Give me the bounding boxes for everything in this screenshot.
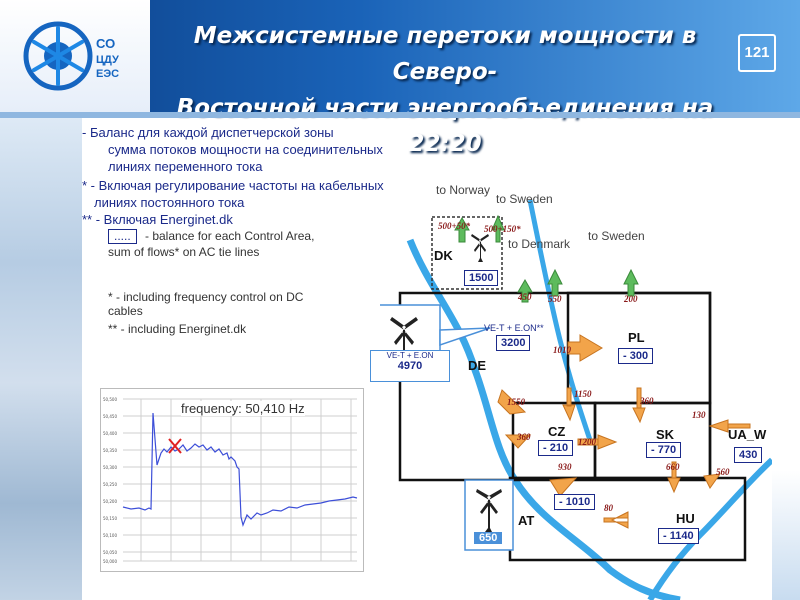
logo-text-3: ЕЭС bbox=[96, 68, 119, 80]
dir-to-denmark: to Denmark bbox=[508, 237, 571, 251]
zone-pl: PL bbox=[628, 330, 645, 345]
balance-dk: 1500 bbox=[464, 270, 499, 286]
footnote-2: ** - including Energinet.dk bbox=[108, 322, 247, 336]
note-ru-2: сумма потоков мощности на соединительных bbox=[108, 142, 383, 157]
flow-1010: 1010 bbox=[553, 345, 571, 355]
zone-hu: HU bbox=[676, 511, 695, 526]
y-tick-10: 50,000 bbox=[103, 559, 117, 564]
frequency-chart-panel: 50,500 50,450 50,400 50,350 50,300 50,25… bbox=[100, 388, 364, 572]
balance-at-right: - 1010 bbox=[554, 494, 596, 510]
flow-500-50: 500+50* bbox=[438, 221, 471, 231]
frequency-label: frequency: 50,410 Hz bbox=[181, 401, 305, 416]
flow-200: 200 bbox=[624, 294, 638, 304]
balance-de-left-label: VE-T + E.ON bbox=[386, 351, 434, 360]
flow-1200: 1200 bbox=[578, 437, 596, 447]
balance-de-top: 3200 bbox=[496, 335, 531, 351]
balance-de-top-label: VE-T + E.ON** bbox=[484, 323, 544, 333]
y-tick-5: 50,250 bbox=[103, 482, 117, 487]
y-tick-6: 50,200 bbox=[103, 499, 117, 504]
zone-at: AT bbox=[518, 513, 535, 528]
note-ru-3: линиях переменного тока bbox=[108, 159, 263, 174]
zone-de: DE bbox=[468, 358, 487, 373]
dir-to-norway: to Norway bbox=[436, 183, 491, 197]
balance-sk: - 770 bbox=[646, 442, 682, 458]
footnote-1-line-1: * - including frequency control on DC bbox=[108, 290, 304, 304]
dk-zone-border bbox=[431, 216, 503, 290]
y-tick-0: 50,500 bbox=[103, 397, 117, 402]
de-callout-pointer bbox=[439, 327, 491, 347]
flow-560: 560 bbox=[716, 467, 730, 477]
export-arrow-icon bbox=[454, 214, 639, 303]
logo-text-2: ЦДУ bbox=[96, 54, 119, 66]
y-tick-7: 50,150 bbox=[103, 516, 117, 521]
title-line-1: Межсистемные перетоки мощности в Северо- bbox=[193, 23, 697, 85]
page-title: Межсистемные перетоки мощности в Северо-… bbox=[150, 18, 740, 162]
dir-to-sweden-1: to Sweden bbox=[496, 192, 553, 206]
balance-at-left: 650 bbox=[474, 532, 503, 544]
flow-450: 450 bbox=[518, 292, 532, 302]
y-tick-8: 50,100 bbox=[103, 533, 117, 538]
decorative-photo-right bbox=[772, 470, 800, 600]
flow-360-de-cz: 360 bbox=[517, 432, 531, 442]
flow-930: 930 bbox=[558, 462, 572, 472]
y-tick-9: 50,050 bbox=[103, 550, 117, 555]
control-room-photo bbox=[0, 118, 82, 600]
windmill-dk-icon bbox=[471, 234, 489, 262]
river-2 bbox=[527, 199, 593, 441]
balance-cz: - 210 bbox=[538, 440, 574, 456]
dir-to-sweden-2: to Sweden bbox=[588, 229, 645, 243]
note-ru-4: * - Включая регулирование частоты на каб… bbox=[82, 178, 384, 193]
flow-500-150: 500+150* bbox=[484, 224, 521, 234]
flow-360-pl-sk: 360 bbox=[640, 396, 654, 406]
zone-ua-w: UA_W bbox=[728, 427, 767, 442]
y-tick-2: 50,400 bbox=[103, 431, 117, 436]
river-3 bbox=[647, 457, 772, 600]
legend-line-2: sum of flows* on AC tie lines bbox=[108, 245, 260, 259]
zone-cz: CZ bbox=[548, 424, 566, 439]
note-ru-1: - Баланс для каждой диспетчерской зоны bbox=[82, 125, 334, 140]
note-ru-5: линиях постоянного тока bbox=[94, 195, 245, 210]
flow-80: 80 bbox=[604, 503, 613, 513]
legend-line-1: - balance for each Control Area, bbox=[145, 229, 315, 243]
flow-1150: 1150 bbox=[574, 389, 592, 399]
cross-marker-icon bbox=[168, 438, 182, 454]
flow-130: 130 bbox=[692, 410, 706, 420]
y-tick-1: 50,450 bbox=[103, 414, 117, 419]
so-ups-logo-icon: СО ЦДУ ЕЭС bbox=[23, 21, 119, 91]
flow-1550: 1550 bbox=[507, 397, 525, 407]
footnote-1-line-2: cables bbox=[108, 304, 143, 318]
flow-660: 660 bbox=[666, 462, 680, 472]
balance-ua-w: 430 bbox=[734, 447, 763, 463]
balance-de-left-box: VE-T + E.ON 4970 bbox=[370, 350, 450, 382]
frequency-trace bbox=[122, 412, 358, 527]
zone-dk: DK bbox=[434, 248, 453, 263]
header-stripe bbox=[0, 112, 800, 118]
zone-sk: SK bbox=[656, 427, 675, 442]
frequency-chart: 50,500 50,450 50,400 50,350 50,300 50,25… bbox=[103, 397, 358, 564]
flow-arrow-icon bbox=[497, 334, 751, 529]
flow-550: 550 bbox=[548, 294, 562, 304]
balance-de-left: 4970 bbox=[397, 360, 423, 372]
y-tick-4: 50,300 bbox=[103, 465, 117, 470]
logo-text-1: СО bbox=[96, 36, 115, 51]
note-ru-6: ** - Включая Energinet.dk bbox=[82, 212, 233, 227]
page-number-badge: 121 bbox=[738, 34, 776, 72]
balance-hu: - 1140 bbox=[658, 528, 699, 544]
balance-pl: - 300 bbox=[618, 348, 654, 364]
y-tick-3: 50,350 bbox=[103, 448, 117, 453]
logo-area: СО ЦДУ ЕЭС bbox=[0, 0, 150, 112]
legend-box-sample: ..... bbox=[108, 229, 137, 244]
